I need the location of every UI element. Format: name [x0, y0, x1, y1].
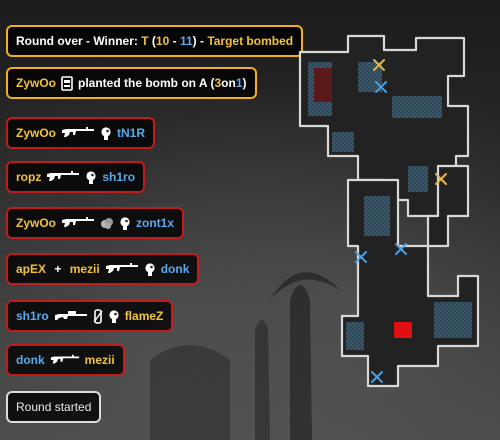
kill-entry: ZywOo zont1x [6, 207, 185, 239]
victim-name: sh1ro [102, 170, 136, 184]
map-building-block [364, 196, 390, 236]
victim-name: mezii [84, 353, 115, 367]
ak47-icon [46, 170, 80, 184]
plant-text: planted the bomb on A [78, 76, 208, 90]
kill-entry: ZywOo tN1R [6, 117, 156, 149]
awp-icon [54, 310, 88, 322]
headshot-icon [119, 216, 131, 231]
victim-name: flameZ [124, 309, 164, 323]
t-death-marker [435, 173, 447, 185]
ct-death-marker [395, 243, 407, 255]
ct-death-marker [355, 251, 367, 263]
bomb-marker [394, 322, 412, 338]
minimap [298, 34, 480, 388]
planter-name: ZywOo [16, 76, 57, 90]
ak47-icon [50, 353, 80, 367]
ct-alive-count: 1 [235, 76, 243, 90]
smoke-icon [100, 216, 114, 230]
killer-name: ropz [16, 170, 42, 184]
map-b-site-area [426, 164, 470, 248]
victim-name: zont1x [136, 216, 175, 230]
headshot-icon [85, 170, 97, 185]
headshot-icon [100, 126, 112, 141]
kill-entry: apEX + mezii donk [6, 253, 200, 285]
map-building-block [434, 302, 472, 338]
map-building-block [392, 96, 442, 118]
plant-open: ( [207, 76, 215, 90]
ak47-icon [61, 126, 95, 140]
round-over-prefix: Round over - Winner: [16, 34, 142, 48]
killer-name: apEX [16, 262, 47, 276]
c4-icon [61, 75, 73, 91]
victim-name: tN1R [117, 126, 146, 140]
map-building-block [346, 322, 364, 350]
ak47-icon [105, 262, 139, 276]
kill-entry: ropz sh1ro [6, 161, 146, 193]
round-over-notice: Round over - Winner: T (10 - 11) - Targe… [6, 25, 304, 57]
winner-team: T [141, 34, 149, 48]
map-room-red [314, 68, 332, 102]
killer-name: donk [16, 353, 45, 367]
win-reason: Target bombed [207, 34, 294, 48]
score-open: ( [148, 34, 156, 48]
victim-name: donk [160, 262, 190, 276]
score-dash: - [169, 34, 180, 48]
noscope-icon [93, 308, 103, 324]
t-death-marker [373, 59, 385, 71]
kill-entry: sh1ro flameZ [6, 300, 174, 332]
killer-name: ZywOo [16, 216, 57, 230]
headshot-icon [108, 309, 120, 324]
bomb-plant-notice: ZywOo planted the bomb on A (3on1) [6, 67, 257, 99]
ct-score: 11 [179, 34, 193, 48]
killer-name: sh1ro [16, 309, 49, 323]
headshot-icon [144, 262, 156, 277]
map-building-block [332, 132, 354, 152]
plant-on: on [221, 76, 236, 90]
map-building-block [408, 166, 428, 192]
assist-join: + [51, 262, 65, 276]
ct-death-marker [375, 81, 387, 93]
plant-close: ) [242, 76, 247, 90]
assister-name: mezii [69, 262, 100, 276]
killer-name: ZywOo [16, 126, 57, 140]
round-started-text: Round started [16, 400, 92, 414]
score-close: ) - [192, 34, 208, 48]
t-alive-count: 3 [214, 76, 222, 90]
ct-death-marker [371, 371, 383, 383]
ak47-icon [61, 216, 95, 230]
kill-entry: donk mezii [6, 344, 125, 376]
round-started-notice: Round started [6, 391, 102, 423]
t-score: 10 [155, 34, 170, 48]
